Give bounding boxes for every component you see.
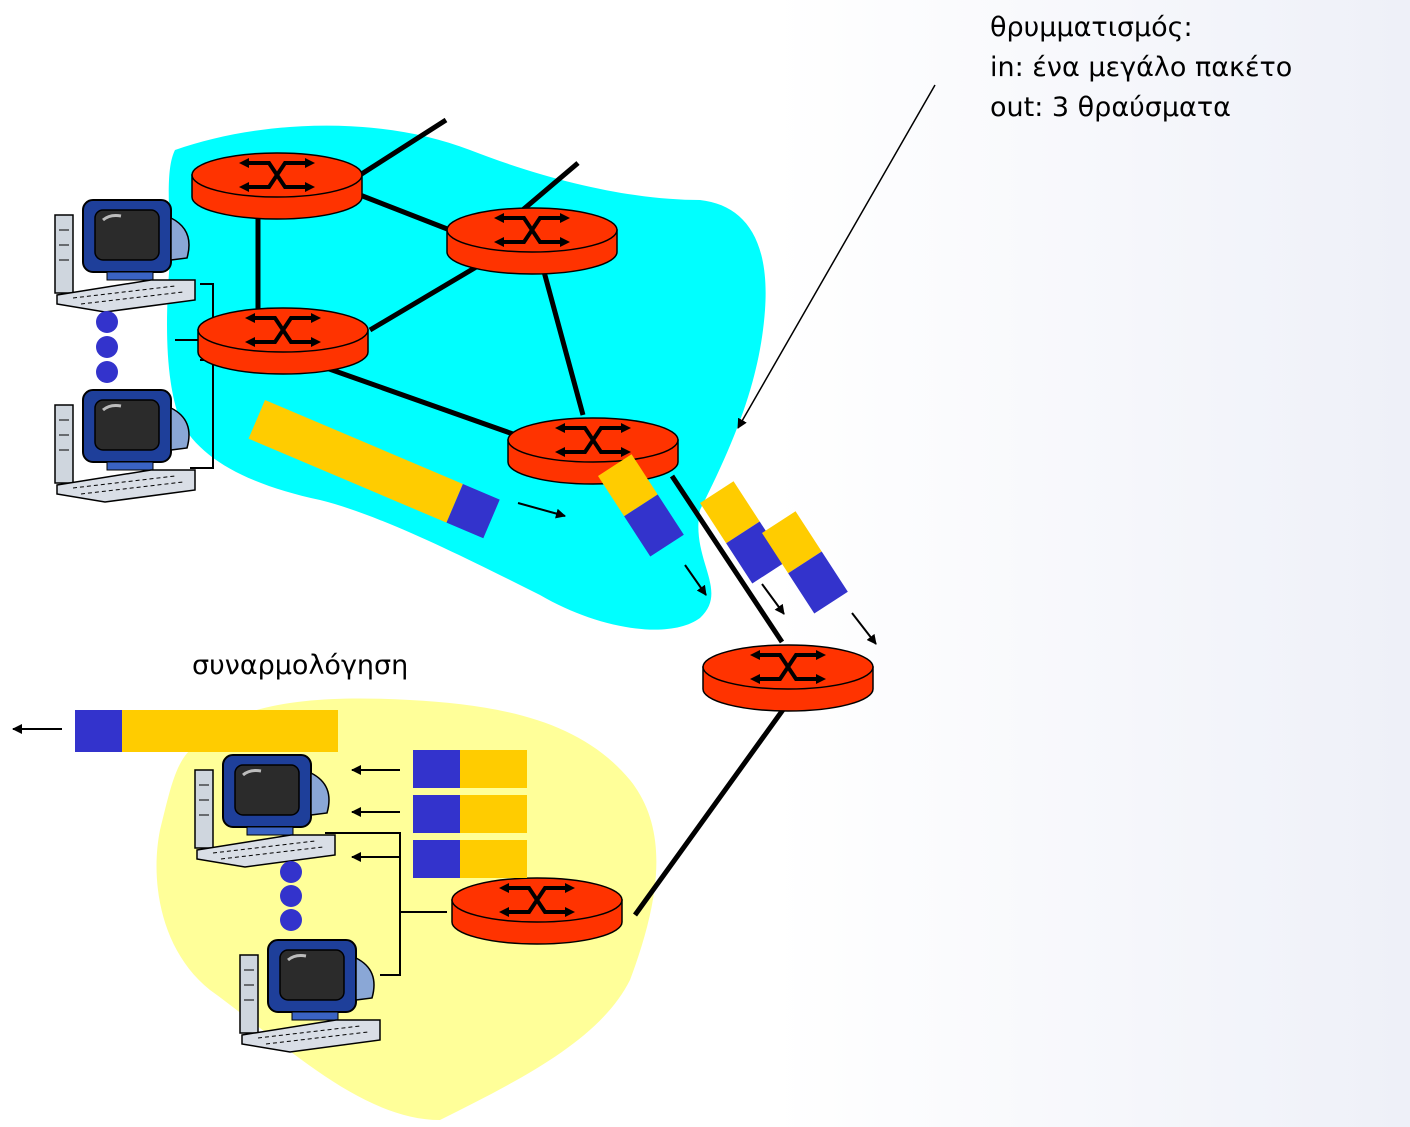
fragment-packet <box>700 481 786 584</box>
fragment-packet <box>413 795 527 833</box>
reassembly-label: συναρμολόγηση <box>192 650 409 681</box>
router-icon <box>701 643 875 713</box>
arrow-icon <box>761 583 785 615</box>
fragmentation-title: θρυμματισμός: <box>990 12 1193 43</box>
arrow-icon <box>517 502 566 519</box>
ellipsis-dots-icon <box>96 311 302 931</box>
caption-pointer-arrow <box>737 84 936 429</box>
router-icon <box>196 306 370 376</box>
router-icon <box>190 151 364 221</box>
fragmentation-out-line: out: 3 θραύσματα <box>990 92 1231 123</box>
arrow-icon <box>851 612 877 645</box>
reassembled-packet <box>75 710 338 752</box>
fragment-packet <box>762 511 848 614</box>
fragment-packet <box>598 454 684 557</box>
fragment-packet <box>413 750 527 788</box>
fragmentation-in-line: in: ένα μεγάλο πακέτο <box>990 52 1293 83</box>
router-icon <box>506 416 680 486</box>
arrow-icon <box>684 564 707 596</box>
computer-icon <box>53 388 197 504</box>
fragmentation-caption: θρυμματισμός: in: ένα μεγάλο πακέτο out:… <box>990 8 1292 128</box>
network-links <box>255 117 793 917</box>
router-icon <box>450 876 624 946</box>
large-packet <box>248 400 500 539</box>
fragment-packet <box>413 840 527 878</box>
router-icon <box>445 206 619 276</box>
